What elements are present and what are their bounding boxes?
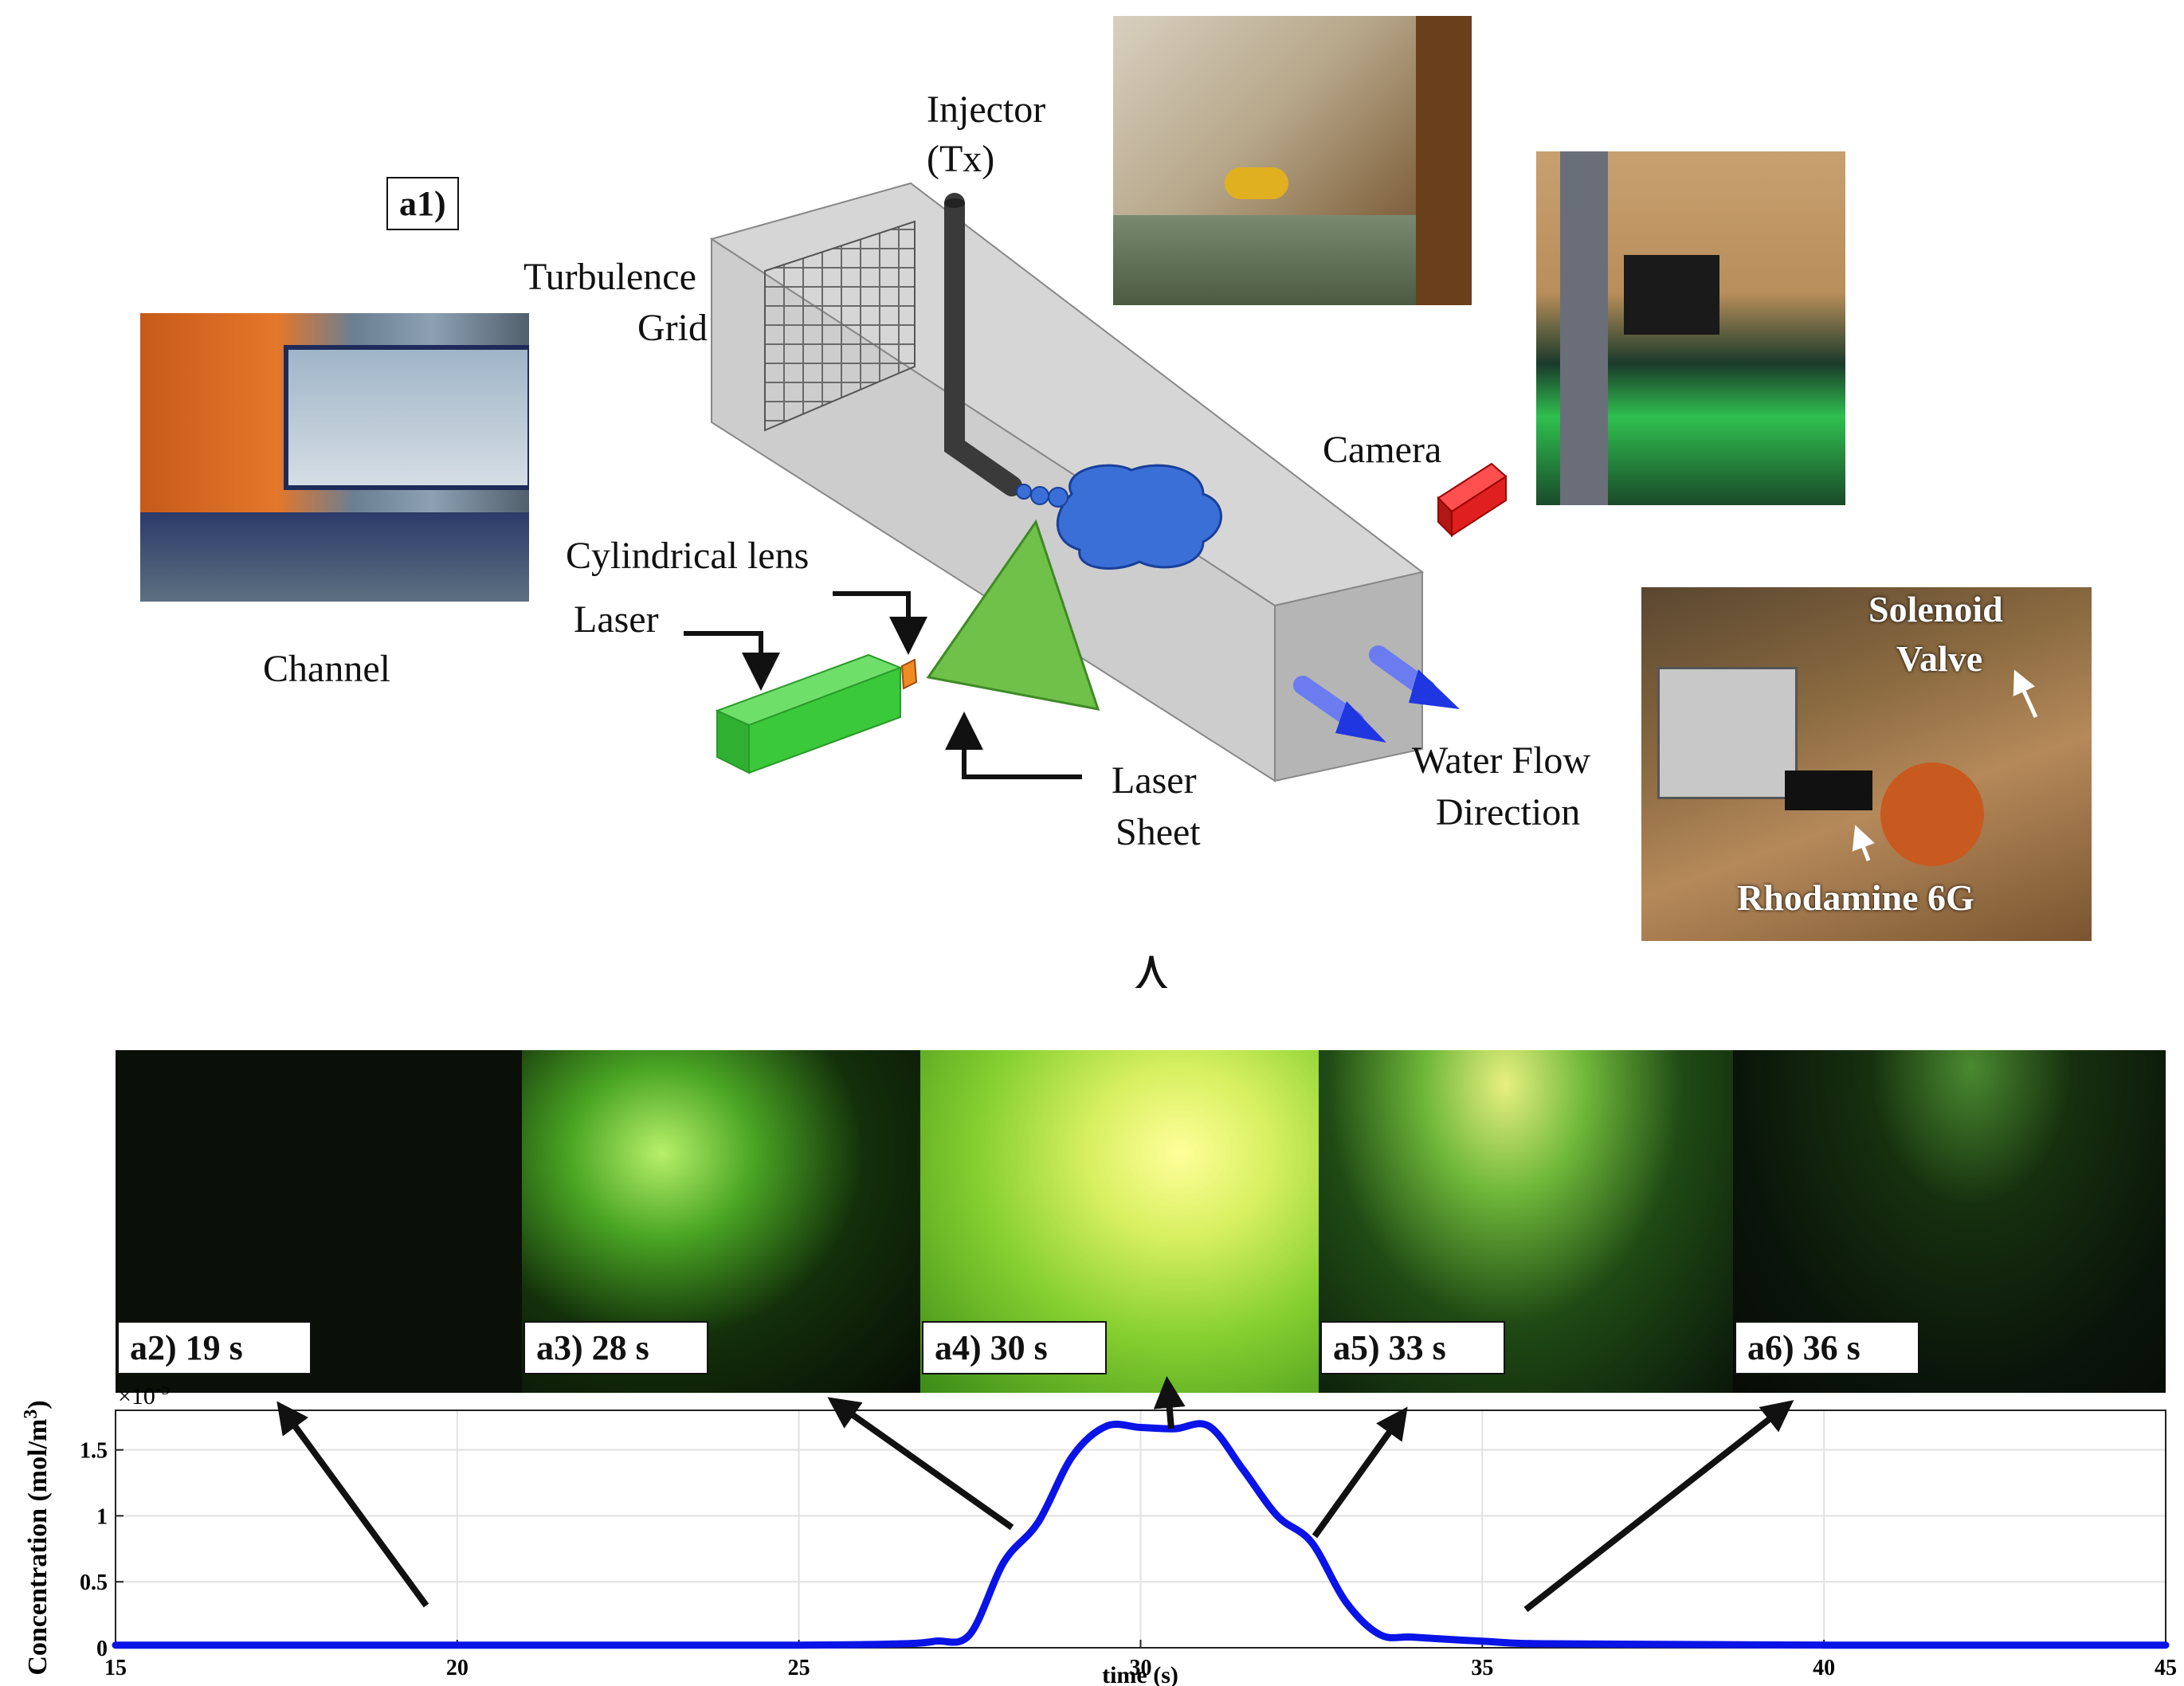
pointer-arrow-a5 [1312, 1406, 1408, 1539]
solenoid-label-1: Solenoid [1868, 589, 2003, 629]
chart-ticks: 15 20 25 30 35 40 45 0 0.5 1 1.5 [80, 1439, 2177, 1680]
frame-label-a3: a3) 28 s [523, 1321, 708, 1374]
camera-device [1437, 462, 1508, 538]
injector-tip [944, 198, 965, 208]
frame-label-a6: a6) 36 s [1735, 1321, 1919, 1374]
laser-sheet [926, 519, 1100, 711]
turbulence-label-2: Grid [637, 307, 708, 349]
x-tick-label: 45 [2155, 1656, 2177, 1680]
y-tick-label: 0 [96, 1637, 108, 1661]
channel-photo [140, 313, 529, 602]
rhodamine-label: Rhodamine 6G [1737, 877, 1974, 918]
y-axis-label: Concentration (mol/m3) [21, 1400, 53, 1675]
frame-label-a2: a2) 19 s [117, 1321, 312, 1374]
solenoid-pointer-arrow [2013, 669, 2038, 719]
curly-brace [1135, 955, 1168, 988]
exponent-label: ×10-5 [118, 1386, 170, 1410]
camera-photo [1536, 151, 1845, 505]
pointer-arrow-a2 [276, 1401, 429, 1608]
laser-device [715, 653, 903, 774]
pointer-arrow-a3 [827, 1397, 1014, 1531]
concentration-series-line [112, 1420, 2170, 1649]
y-tick-label: 1.5 [80, 1439, 108, 1464]
camera-label: Camera [1323, 429, 1442, 471]
sheet-callout-arrow [945, 712, 1082, 779]
y-tick-label: 1 [96, 1504, 108, 1529]
x-axis-label: time (s) [1102, 1662, 1178, 1686]
pointer-arrow-a6 [1523, 1400, 1794, 1613]
turbulence-label-1: Turbulence [523, 256, 696, 298]
dye-plume [1056, 464, 1222, 570]
laser-label: Laser [574, 598, 659, 641]
laser-sheet-label-2: Sheet [1116, 811, 1201, 853]
plume-droplet [1048, 487, 1068, 508]
x-tick-label: 25 [788, 1656, 810, 1680]
y-tick-label: 0.5 [80, 1570, 108, 1595]
rhodamine-pointer-arrow [1852, 825, 1875, 861]
concentration-chart: 15 20 25 30 35 40 45 0 0.5 1 1.5 ×10-5 time (s) Co… [21, 1386, 2177, 1686]
x-tick-label: 30 [1130, 1656, 1152, 1680]
channel-schematic [684, 182, 2038, 988]
injector-tube [944, 193, 1022, 496]
x-tick-label: 15 [104, 1656, 127, 1680]
plume-droplet [1016, 484, 1032, 500]
solenoid-label-2: Valve [1896, 638, 1983, 679]
laser-callout-arrow [684, 631, 780, 691]
injector-label-1: Injector [927, 88, 1046, 131]
flow-arrow [1293, 676, 1386, 743]
frame-strip: a2) 19 s a3) 28 s a4) 30 s a5) 33 s a6) … [116, 1050, 2166, 1393]
injector-photo [1113, 16, 1472, 305]
x-tick-label: 20 [446, 1656, 469, 1680]
water-flow-label-1: Water Flow [1412, 739, 1591, 782]
injector-label-2: (Tx) [927, 138, 995, 180]
solenoid-photo [1641, 587, 2092, 941]
cylindrical-lens [900, 658, 918, 690]
x-tick-label: 35 [1471, 1656, 1493, 1680]
cylindrical-lens-label: Cylindrical lens [566, 535, 810, 577]
x-tick-label: 40 [1813, 1656, 1835, 1680]
frame-label-a5: a5) 33 s [1320, 1321, 1505, 1374]
water-flow-label-2: Direction [1436, 791, 1581, 833]
lens-callout-arrow [833, 591, 927, 655]
frame-label-a4: a4) 30 s [922, 1321, 1107, 1374]
panel-label-a1: a1) [386, 177, 459, 230]
channel-label: Channel [263, 648, 390, 690]
turbulence-grid [764, 220, 916, 432]
laser-sheet-label-1: Laser [1112, 759, 1197, 802]
pointer-arrow-a4 [1153, 1376, 1186, 1429]
flow-arrow [1369, 645, 1460, 709]
